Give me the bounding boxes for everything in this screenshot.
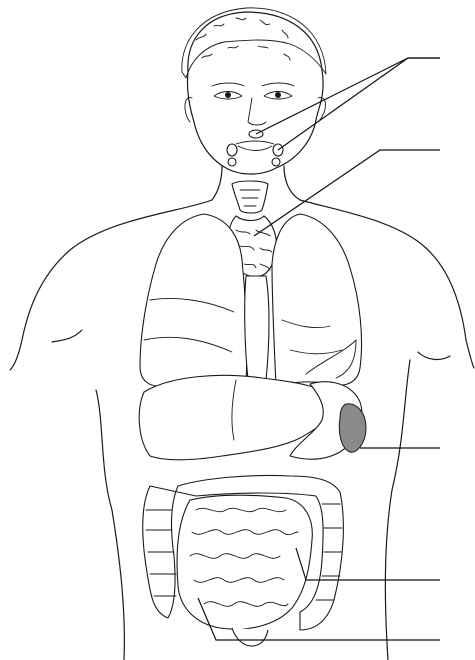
intestines <box>143 475 344 646</box>
head-outline <box>187 12 323 174</box>
gland-dot <box>227 144 237 156</box>
mouth <box>236 141 274 151</box>
leader-line <box>278 58 408 150</box>
left-lung <box>272 214 362 386</box>
gland-dot <box>272 158 280 166</box>
gland-dot <box>228 158 236 166</box>
leader-line <box>254 150 440 236</box>
esophagus <box>245 276 269 380</box>
hair <box>182 8 326 78</box>
rectum <box>232 628 268 646</box>
nose <box>248 98 266 125</box>
salivary-glands <box>227 130 283 166</box>
leader-line <box>296 548 440 580</box>
leader-line <box>256 58 440 134</box>
small-intestine <box>177 495 312 629</box>
